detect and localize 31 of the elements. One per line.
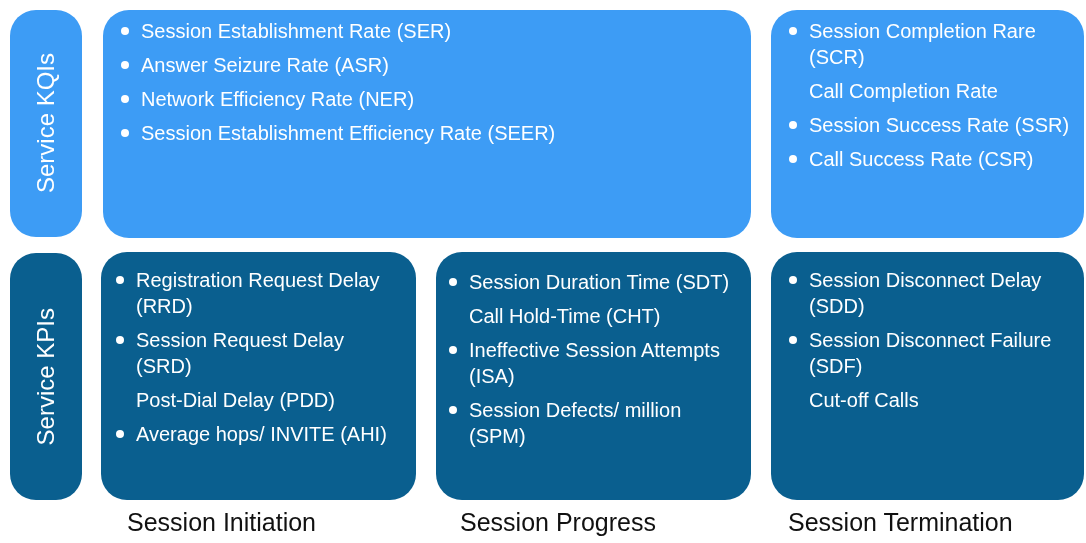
metric-box [436,252,751,500]
metric-text: Session Completion Rare (SCR) [809,20,1036,68]
metric-box [103,10,751,238]
row-heading: Service KQIs [32,53,60,194]
metric-text: Cut-off Calls [809,389,919,411]
metric-text: Session Request Delay (SRD) [136,329,344,377]
row-header-box [10,10,82,237]
row-heading: Service KPIs [32,307,60,446]
metric-text: Session Duration Time (SDT) [469,271,730,293]
column-label: Session Termination [788,508,1013,537]
row-header-box [10,253,82,500]
metric-text: Session Disconnect Delay (SDD) [809,269,1042,317]
metric-text: Average hops/ INVITE (AHI) [136,423,387,445]
metric-box [101,252,416,500]
metric-text: Session Defects/ million (SPM) [469,399,682,447]
metric-text: Call Completion Rate [809,80,998,102]
metric-text: Call Hold-Time (CHT) [469,305,661,327]
metric-box [771,252,1084,500]
column-label: Session Initiation [127,508,316,537]
column-label: Session Progress [460,508,656,537]
metric-text: Registration Request Delay (RRD) [136,269,380,317]
metric-text: Call Success Rate (CSR) [809,148,1034,170]
metric-text: Session Establishment Efficiency Rate (SEER) [141,122,556,144]
metric-text: Post-Dial Delay (PDD) [136,389,335,411]
metric-text: Network Efficiency Rate (NER) [141,88,415,110]
metric-text: Session Establishment Rate (SER) [141,20,452,42]
metric-text: Answer Seizure Rate (ASR) [141,54,389,76]
metric-box [771,10,1084,238]
metric-text: Session Success Rate (SSR) [809,114,1070,136]
metric-text: Session Disconnect Failure (SDF) [809,329,1052,377]
metric-text: Ineffective Session Attempts (ISA) [469,339,720,387]
